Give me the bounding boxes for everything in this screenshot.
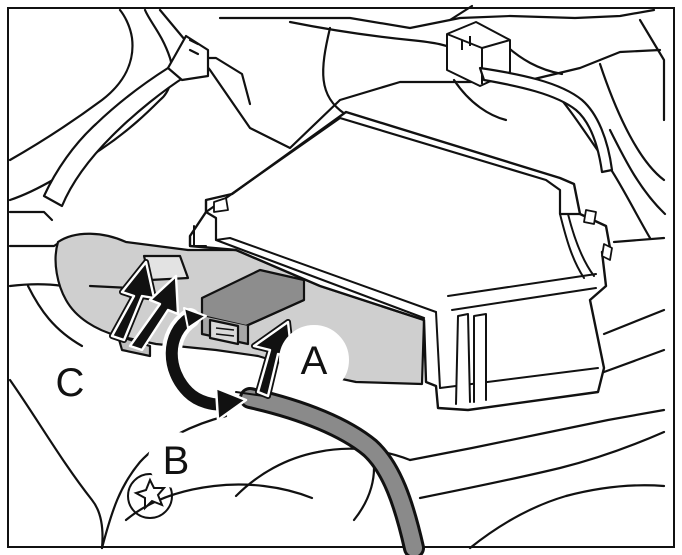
callout-a: A (279, 325, 349, 395)
control-module (188, 110, 613, 412)
callout-c-label: C (56, 361, 85, 405)
upper-right-hose (452, 66, 614, 174)
callout-b: B (148, 432, 204, 488)
release-arrow-c (109, 259, 180, 352)
connector-plug (200, 268, 306, 346)
callout-b-label: B (163, 439, 190, 483)
torx-screw-icon (127, 473, 173, 519)
callout-c: C (42, 354, 98, 410)
left-hose (42, 34, 210, 208)
rotate-arrow-icon (161, 307, 248, 422)
callout-a-label: A (301, 339, 328, 383)
